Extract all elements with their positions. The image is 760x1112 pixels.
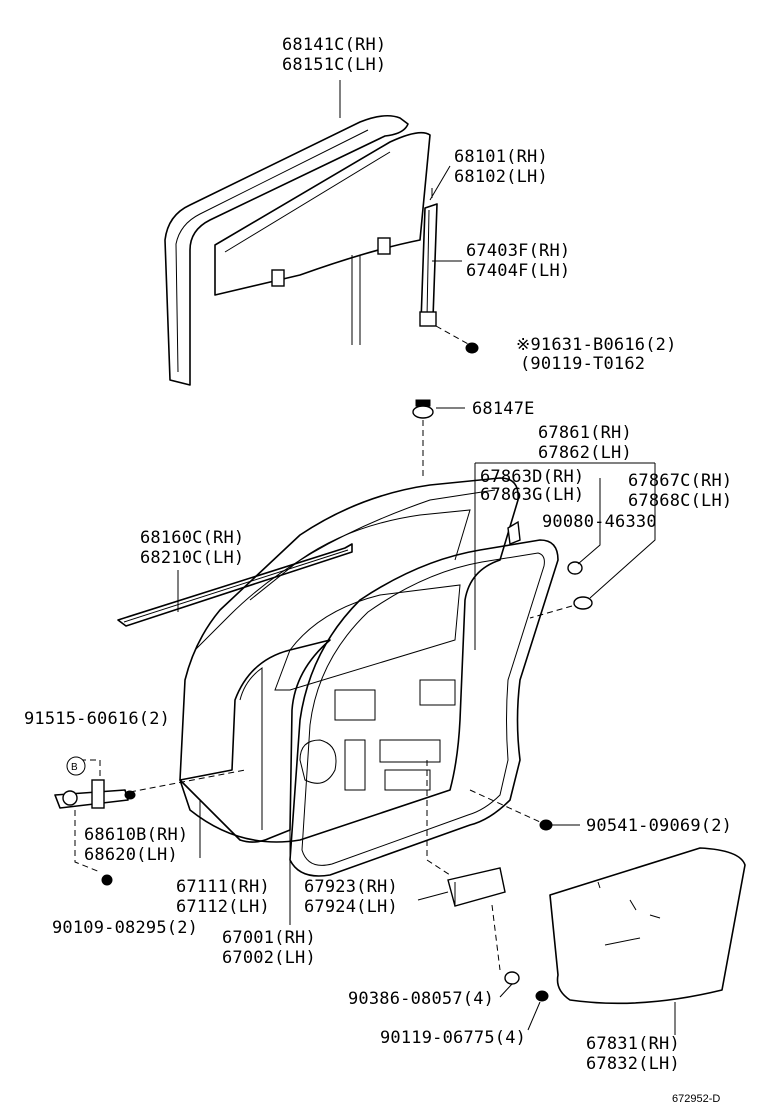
label-68102: 68102(LH) xyxy=(454,167,548,187)
label-90119-06775: 90119-06775(4) xyxy=(380,1028,526,1048)
label-90109: 90109-08295(2) xyxy=(52,918,198,938)
label-67861: 67861(RH) xyxy=(538,423,632,443)
label-68620: 68620(LH) xyxy=(84,845,178,865)
glass-run-channel xyxy=(164,114,409,386)
label-68151c: 68151C(LH) xyxy=(282,55,386,75)
label-91515: 91515-60616(2) xyxy=(24,709,170,729)
label-67831: 67831(RH) xyxy=(586,1034,680,1054)
label-67863g: 67863G(LH) xyxy=(480,485,584,505)
bolt-91631-icon xyxy=(435,325,479,354)
door-check xyxy=(54,759,246,873)
screw-90541-icon xyxy=(469,789,553,831)
label-90119-t0162: (90119-T0162 xyxy=(520,354,645,374)
service-hole-cover xyxy=(549,847,746,1005)
door-glass xyxy=(214,131,431,345)
label-67404f: 67404F(LH) xyxy=(466,261,570,281)
diagram-id: 672952-D xyxy=(672,1093,720,1105)
door-outer-panel xyxy=(179,639,331,843)
label-67923: 67923(RH) xyxy=(304,877,398,897)
label-67112: 67112(LH) xyxy=(176,897,270,917)
label-68610b: 68610B(RH) xyxy=(84,825,188,845)
belt-moulding xyxy=(117,543,353,627)
label-68147e: 68147E xyxy=(472,399,535,419)
ref-b-label: B xyxy=(71,762,78,773)
door-lock-actuator xyxy=(426,760,506,971)
label-67867c: 67867C(RH) xyxy=(628,471,732,491)
label-67403f: 67403F(RH) xyxy=(466,241,570,261)
label-90386: 90386-08057(4) xyxy=(348,989,494,1009)
label-67863d: 67863D(RH) xyxy=(480,467,584,487)
label-67924: 67924(LH) xyxy=(304,897,398,917)
leader-lines xyxy=(177,80,676,1035)
bolt-90109-icon xyxy=(101,874,113,886)
label-68101: 68101(RH) xyxy=(454,147,548,167)
clip-68147e-icon xyxy=(412,399,434,480)
label-91631: ※91631-B0616(2) xyxy=(516,335,677,355)
label-67002: 67002(LH) xyxy=(222,948,316,968)
clip-90080-icon xyxy=(567,561,583,575)
ref-b-icon: B xyxy=(66,756,86,776)
label-67001: 67001(RH) xyxy=(222,928,316,948)
label-67111: 67111(RH) xyxy=(176,877,270,897)
door-weatherstrip xyxy=(289,539,559,877)
screw-90119-icon xyxy=(535,990,549,1002)
label-90541: 90541-09069(2) xyxy=(586,816,732,836)
clip-67863d-icon xyxy=(507,520,521,545)
label-68160c: 68160C(RH) xyxy=(140,528,244,548)
label-68210c: 68210C(LH) xyxy=(140,548,244,568)
label-67862: 67862(LH) xyxy=(538,443,632,463)
label-68141c: 68141C(RH) xyxy=(282,35,386,55)
screw-90386-icon xyxy=(504,971,520,985)
label-67832: 67832(LH) xyxy=(586,1054,680,1074)
label-90080: 90080-46330 xyxy=(542,512,657,532)
clip-67867c-icon xyxy=(529,596,593,619)
label-67868c: 67868C(LH) xyxy=(628,491,732,511)
